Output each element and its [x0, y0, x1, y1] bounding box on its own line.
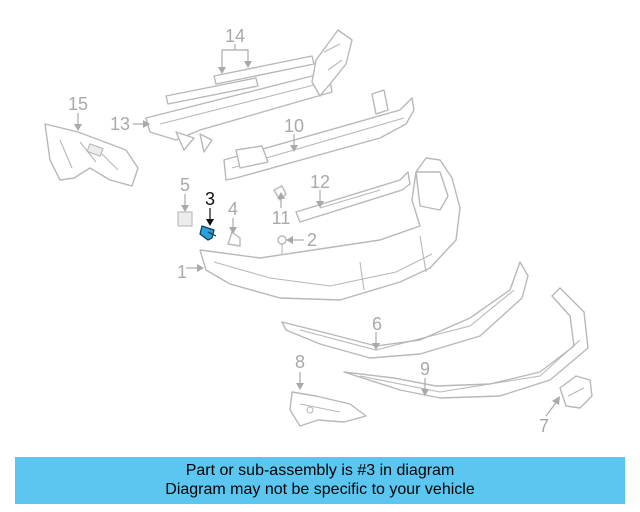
- part-4-cap: [227, 218, 241, 247]
- callout-15: 15: [68, 94, 88, 114]
- callout-1: 1: [177, 262, 187, 282]
- callout-6: 6: [372, 314, 382, 334]
- callout-2: 2: [307, 230, 317, 250]
- parts-diagram: 1 2 3 4 5 6 7 8 9 10 11 12 13 14 15: [44, 26, 593, 436]
- callout-12: 12: [310, 172, 330, 192]
- banner-line-2: Diagram may not be specific to your vehi…: [165, 481, 475, 498]
- part-10-impact-bar: [223, 89, 415, 181]
- part-1-bumper-cover: [186, 157, 461, 301]
- part-6-trim-strip: [281, 261, 529, 359]
- callout-8: 8: [295, 352, 305, 372]
- banner-line-1: Part or sub-assembly is #3 in diagram: [185, 462, 455, 479]
- callout-14: 14: [225, 26, 245, 46]
- callout-9: 9: [420, 359, 430, 379]
- callout-7: 7: [539, 416, 549, 436]
- info-banner: Part or sub-assembly is #3 in diagram Di…: [15, 457, 625, 504]
- part-7-end-cap: [545, 375, 593, 417]
- part-11-clip: [273, 185, 287, 208]
- part-13-upper-reinforcement: [133, 29, 353, 153]
- part-14-strips: [165, 44, 315, 105]
- callout-11: 11: [272, 208, 291, 228]
- part-15-side-bracket: [44, 113, 139, 187]
- part-12-bracket: [295, 171, 411, 223]
- callout-4: 4: [228, 199, 238, 219]
- callout-13: 13: [110, 114, 130, 134]
- part-5-nut: [177, 194, 193, 227]
- callout-5: 5: [180, 175, 190, 195]
- part-3-fastener: [199, 208, 217, 241]
- part-8-bracket: [289, 372, 367, 427]
- part-9-lower-trim: [343, 287, 589, 399]
- callout-3: 3: [205, 189, 215, 209]
- part-2-screw: [277, 235, 304, 256]
- callout-10: 10: [284, 116, 304, 136]
